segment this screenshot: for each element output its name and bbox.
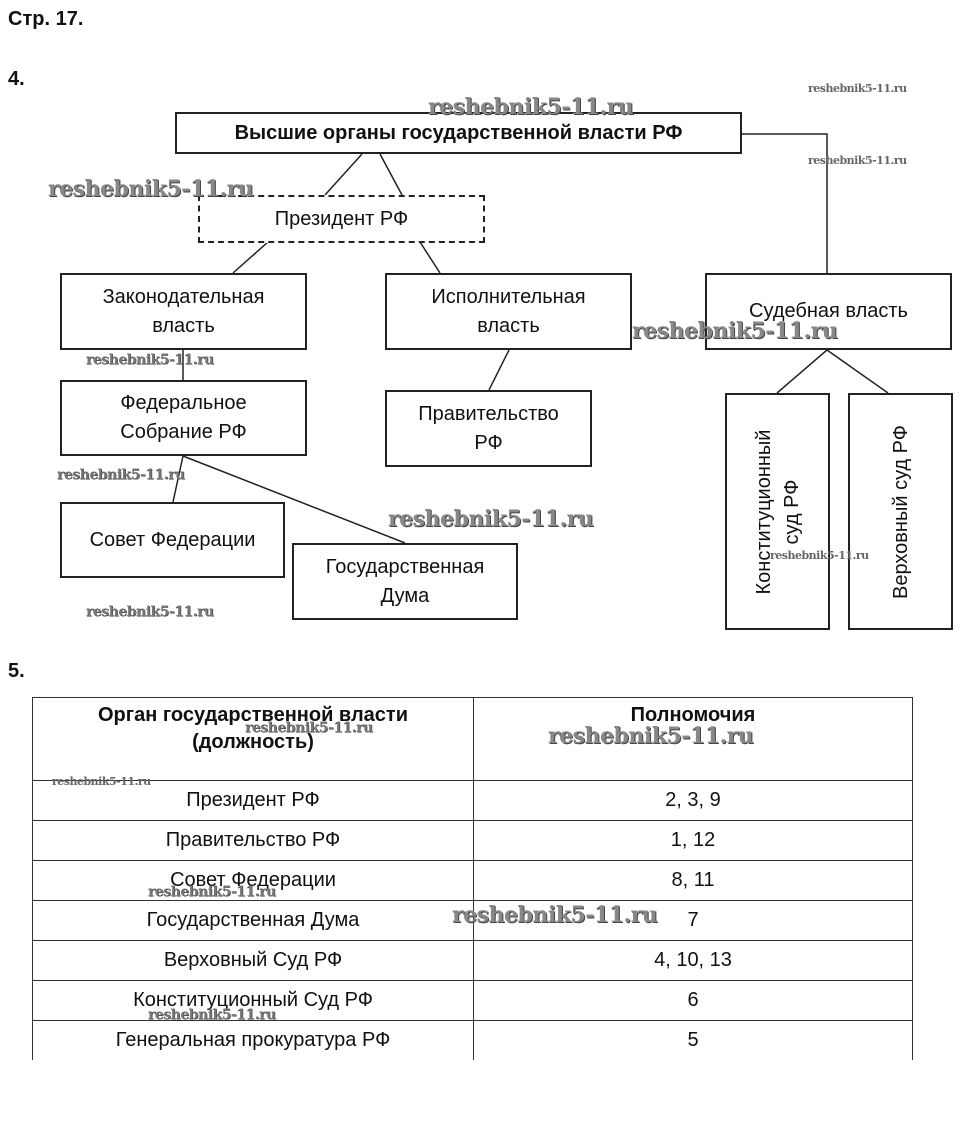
header-powers: Полномочия [473, 697, 913, 781]
connector-assembly-council [172, 455, 184, 503]
table-row: Генеральная прокуратура РФ 5 [32, 1020, 913, 1060]
table-row: Совет Федерации 8, 11 [32, 860, 913, 901]
cell-powers: 7 [473, 900, 913, 941]
table-row: Конституционный Суд РФ 6 [32, 980, 913, 1021]
cell-powers: 8, 11 [473, 860, 913, 901]
cell-powers: 2, 3, 9 [473, 780, 913, 821]
box-supreme-court: Верховный суд РФ [848, 393, 953, 630]
box-president: Президент РФ [198, 195, 485, 243]
cell-powers: 1, 12 [473, 820, 913, 861]
table-row: Верховный Суд РФ 4, 10, 13 [32, 940, 913, 981]
connector-president-executive [419, 241, 441, 274]
box-constitutional-court: Конституционный суд РФ [725, 393, 830, 630]
cell-powers: 6 [473, 980, 913, 1021]
box-federal-assembly: Федеральное Собрание РФ [60, 380, 307, 456]
header-authority: Орган государственной власти (должность) [32, 697, 474, 781]
cell-authority: Верховный Суд РФ [32, 940, 474, 981]
table-header-row: Орган государственной власти (должность)… [32, 697, 913, 781]
task-5-number: 5. [8, 660, 25, 682]
cell-powers: 4, 10, 13 [473, 940, 913, 981]
box-government: Правительство РФ [385, 390, 592, 467]
powers-table: Орган государственной власти (должность)… [32, 697, 913, 1060]
table-row: Президент РФ 2, 3, 9 [32, 780, 913, 821]
connector-top-president-right [379, 153, 403, 196]
connector-executive-government [488, 349, 510, 391]
page-label: Стр. 17. [8, 8, 84, 30]
task-4-number: 4. [8, 68, 25, 90]
supreme-court-label: Верховный суд РФ [889, 424, 912, 599]
box-legislative-power: Законодательная власть [60, 273, 307, 350]
connector-judicial-supreme [826, 349, 889, 394]
box-executive-power: Исполнительная власть [385, 273, 632, 350]
cell-authority: Генеральная прокуратура РФ [32, 1020, 474, 1060]
table-row: Правительство РФ 1, 12 [32, 820, 913, 861]
connector-president-legislative [232, 241, 269, 274]
cell-authority: Государственная Дума [32, 900, 474, 941]
cell-authority: Правительство РФ [32, 820, 474, 861]
cell-powers: 5 [473, 1020, 913, 1060]
cell-authority: Президент РФ [32, 780, 474, 821]
box-state-duma: Государственная Дума [292, 543, 518, 620]
connector-judicial-constitutional [776, 349, 828, 394]
cell-authority: Совет Федерации [32, 860, 474, 901]
box-federation-council: Совет Федерации [60, 502, 285, 578]
box-supreme-authorities: Высшие органы государственной власти РФ [175, 112, 742, 154]
connector-assembly-duma [182, 455, 406, 544]
box-judicial-power: Судебная власть [705, 273, 952, 350]
cell-authority: Конституционный Суд РФ [32, 980, 474, 1021]
connector-top-judicial [741, 133, 828, 273]
constitutional-court-label: Конституционный суд РФ [752, 429, 803, 594]
diagram-connectors [172, 133, 889, 544]
table-row: Государственная Дума 7 [32, 900, 913, 941]
connector-top-president-left [324, 153, 363, 196]
